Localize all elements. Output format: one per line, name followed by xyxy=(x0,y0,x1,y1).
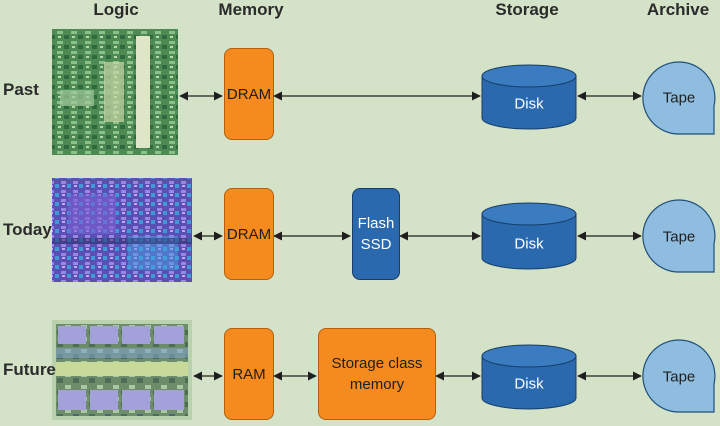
header-archive: Archive xyxy=(646,0,710,19)
header-logic: Logic xyxy=(93,0,139,19)
scm-label-line1: Storage class xyxy=(331,355,423,372)
row-label-past: Past xyxy=(3,80,39,99)
memory-box-today: DRAM xyxy=(224,188,274,280)
logic-chip-future-image xyxy=(52,320,192,420)
logic-chip-past-image xyxy=(52,29,178,155)
tape-past xyxy=(642,61,716,135)
memory-label-future: RAM xyxy=(232,365,266,383)
disk-label-past: Disk xyxy=(514,95,544,113)
tape-label-future: Tape xyxy=(662,368,696,386)
header-storage: Storage xyxy=(495,0,559,19)
header-memory: Memory xyxy=(218,0,284,19)
flash-label-line1: Flash xyxy=(357,215,395,232)
memory-label-past: DRAM xyxy=(226,85,272,103)
flash-ssd-box: Flash SSD xyxy=(352,188,400,280)
disk-today xyxy=(481,202,577,270)
disk-past xyxy=(481,64,577,130)
row-label-today: Today xyxy=(3,220,52,239)
tape-label-today: Tape xyxy=(662,228,696,246)
scm-label-line2: memory xyxy=(349,376,405,393)
tape-future xyxy=(642,339,716,413)
flash-label-line2: SSD xyxy=(360,236,392,253)
tape-today xyxy=(642,199,716,273)
memory-label-today: DRAM xyxy=(226,225,272,243)
storage-class-memory-box: Storage class memory xyxy=(318,328,436,420)
disk-future xyxy=(481,344,577,410)
logic-chip-today-image xyxy=(52,178,192,282)
disk-label-future: Disk xyxy=(514,375,544,393)
memory-box-past: DRAM xyxy=(224,48,274,140)
row-label-future: Future xyxy=(3,360,56,379)
disk-label-today: Disk xyxy=(514,235,544,253)
memory-box-future: RAM xyxy=(224,328,274,420)
tape-label-past: Tape xyxy=(662,89,696,107)
